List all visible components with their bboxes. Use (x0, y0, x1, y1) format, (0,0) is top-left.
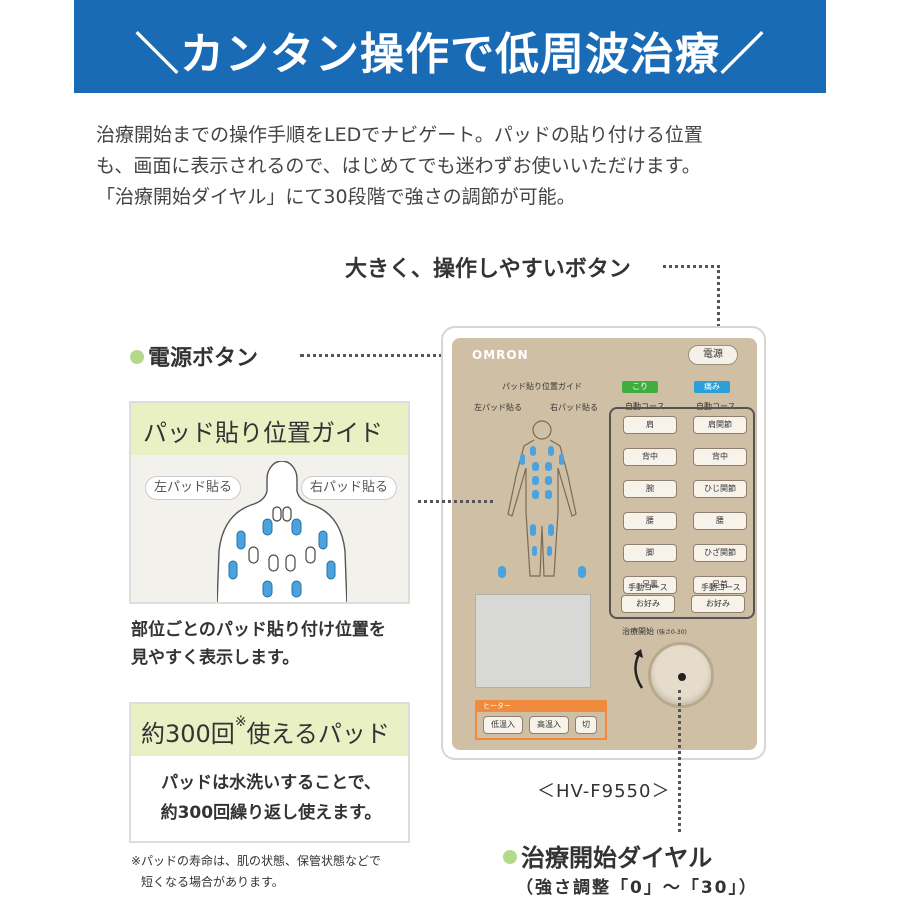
course-button-back-pain[interactable]: 背中 (693, 448, 747, 466)
device-guide-right: 右パッド貼る (550, 403, 598, 412)
title-main: 約300回 (141, 720, 235, 748)
device-face: OMRON 電源 パッド貼り位置ガイド 左パッド貼る 右パッド貼る こり 痛み … (452, 338, 757, 750)
category-itami-badge: 痛み (694, 381, 730, 393)
auto-course-label-left: 自動コース (625, 402, 665, 411)
heater-high-button[interactable]: 高温入 (529, 716, 569, 734)
lcd-screen (475, 594, 591, 688)
intro-line: も、画面に表示されるので、はじめてでも迷わずお使いいただけます。 (96, 155, 701, 177)
manual-course-label-left: 手動コース (628, 583, 668, 592)
brand-logo: OMRON (472, 348, 529, 362)
course-button-ankle[interactable]: 足首 (693, 576, 747, 594)
device-guide-title: パッド貼り位置ガイド (502, 382, 582, 391)
guide-panel-leader (418, 500, 493, 503)
favorite-button-right[interactable]: お好み (691, 595, 745, 613)
course-buttons-group: 肩 背中 腕 腰 脚 足裏 肩関節 背中 ひじ関節 腰 ひざ関節 足首 (609, 407, 755, 619)
callout-dial-leader (678, 690, 681, 832)
callout-buttons-leader (663, 265, 720, 268)
callout-buttons: 大きく、操作しやすいボタン (345, 257, 631, 282)
treatment-start-dial[interactable] (648, 642, 714, 708)
pad-markers (498, 446, 586, 578)
course-button-shoulder[interactable]: 肩 (623, 416, 677, 434)
callout-dial-sub: （強さ調整「0」〜「30」） (516, 878, 758, 898)
course-button-waist-pain[interactable]: 腰 (693, 512, 747, 530)
heater-off-button[interactable]: 切 (575, 716, 597, 734)
start-dial-label: 治療開始 (強さ0-30) (622, 626, 687, 637)
power-button[interactable]: 電源 (688, 345, 738, 365)
pad-guide-caption: 部位ごとのパッド貼り付け位置を 見やすく表示します。 (131, 616, 386, 672)
category-kori-badge: こり (622, 381, 658, 393)
reusable-pad-title: 約300回※使えるパッド (141, 714, 390, 749)
footnote-line: 短くなる場合があります。 (141, 875, 284, 889)
course-button-back[interactable]: 背中 (623, 448, 677, 466)
device-guide-left: 左パッド貼る (474, 403, 522, 412)
heater-low-button[interactable]: 低温入 (483, 716, 523, 734)
manual-course-label-right: 手動コース (701, 583, 741, 592)
footnote: ※パッドの寿命は、肌の状態、保管状態などで 短くなる場合があります。 (131, 851, 381, 893)
caption-line: 部位ごとのパッド貼り付け位置を (131, 620, 386, 640)
callout-power-label: 電源ボタン (148, 346, 259, 371)
reusable-pad-panel: 約300回※使えるパッド パッドは水洗いすることで、 約300回繰り返し使えます… (129, 702, 410, 843)
course-button-elbow-joint[interactable]: ひじ関節 (693, 480, 747, 498)
reusable-pad-header: 約300回※使えるパッド (131, 704, 408, 756)
callout-dial: 治療開始ダイヤル (503, 838, 712, 873)
body-figure-icon (498, 420, 586, 578)
body-line: パッドは水洗いすることで、 (161, 773, 381, 793)
pad-guide-title: パッド貼り位置ガイド (143, 419, 383, 447)
title-mark: ※ (234, 714, 247, 730)
heater-buttons-group: 低温入 高温入 切 (475, 712, 607, 740)
intro-line: 「治療開始ダイヤル」にて30段階で強さの調節が可能。 (96, 186, 576, 208)
reusable-pad-body: パッドは水洗いすることで、 約300回繰り返し使えます。 (151, 768, 391, 828)
model-number: ＜HV-F9550＞ (537, 781, 671, 802)
auto-course-label-right: 自動コース (696, 402, 736, 411)
pad-guide-panel: パッド貼り位置ガイド 左パッド貼る 右パッド貼る (129, 401, 410, 604)
bullet-icon (503, 850, 517, 864)
start-dial-label-text: 治療開始 (622, 627, 654, 636)
banner-title: ＼カンタン操作で低周波治療／ (135, 29, 765, 80)
course-button-leg[interactable]: 脚 (623, 544, 677, 562)
favorite-button-left[interactable]: お好み (621, 595, 675, 613)
pad-guide-header: パッド貼り位置ガイド (131, 403, 408, 455)
course-button-arm[interactable]: 腕 (623, 480, 677, 498)
title-banner: ＼カンタン操作で低周波治療／ (74, 0, 826, 93)
caption-line: 見やすく表示します。 (131, 648, 300, 668)
footnote-line: ※パッドの寿命は、肌の状態、保管状態などで (131, 854, 381, 868)
callout-dial-label: 治療開始ダイヤル (521, 844, 713, 872)
course-button-knee-joint[interactable]: ひざ関節 (693, 544, 747, 562)
bullet-icon (130, 350, 144, 364)
body-line: 約300回繰り返し使えます。 (160, 803, 382, 823)
start-dial-range: (強さ0-30) (656, 629, 687, 636)
course-button-waist[interactable]: 腰 (623, 512, 677, 530)
left-pad-pill: 左パッド貼る (145, 476, 242, 500)
right-pad-pill: 右パッド貼る (301, 476, 398, 500)
dial-indicator (678, 673, 686, 681)
intro-line: 治療開始までの操作手順をLEDでナビゲート。パッドの貼り付ける位置 (96, 124, 703, 146)
heater-label: ヒーター (475, 700, 607, 712)
intro-text: 治療開始までの操作手順をLEDでナビゲート。パッドの貼り付ける位置 も、画面に表… (96, 120, 816, 213)
back-figure-icon (217, 461, 347, 602)
device-hv-f9550: OMRON 電源 パッド貼り位置ガイド 左パッド貼る 右パッド貼る こり 痛み … (441, 326, 766, 760)
course-button-shoulder-joint[interactable]: 肩関節 (693, 416, 747, 434)
callout-power: 電源ボタン (130, 340, 258, 372)
title-end: 使えるパッド (246, 720, 390, 748)
rotate-arrow-icon (634, 649, 644, 689)
course-button-sole[interactable]: 足裏 (623, 576, 677, 594)
